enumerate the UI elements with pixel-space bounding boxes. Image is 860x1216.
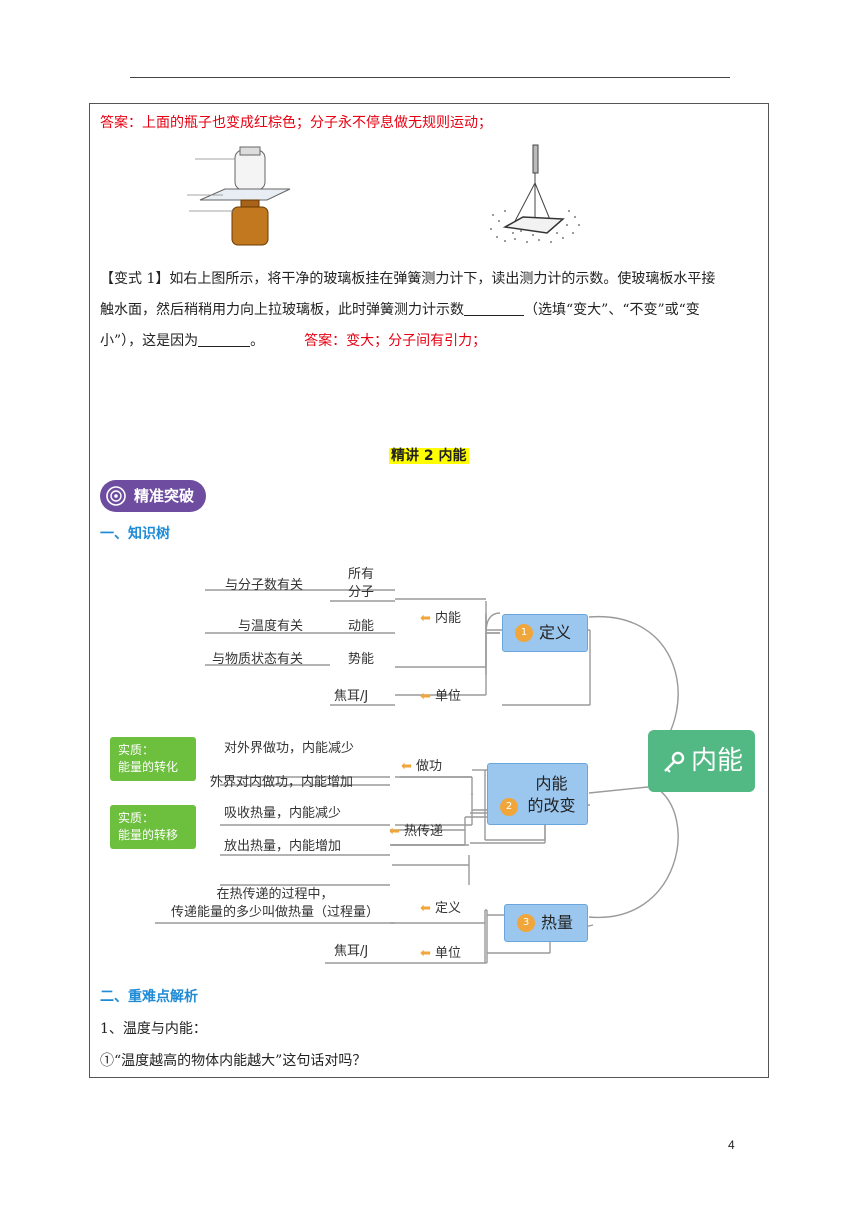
blank-2[interactable] (198, 330, 251, 347)
label-molecule-count: 与分子数有关 (225, 578, 304, 593)
num-badge-2: 2 (500, 798, 518, 816)
spring-scale-illustration (490, 144, 580, 243)
label-danwei-1: ⬅ 单位 (420, 689, 462, 704)
page-number: 4 (728, 1138, 735, 1152)
variant-line-2a: 触水面，然后稍稍用力向上拉玻璃板，此时弹簧测力计示数 (100, 302, 464, 318)
precision-badge: 精准突破 (100, 480, 206, 512)
item-temperature-energy: 1、温度与内能： (100, 1021, 207, 1037)
label-kinetic: 动能 (348, 619, 375, 634)
answer-1: 答案：上面的瓶子也变成红棕色；分子永不停息做无规则运动； (100, 115, 492, 131)
root-node[interactable]: 内能 (648, 730, 755, 792)
blank-1[interactable] (464, 299, 524, 316)
label-neineng: ⬅ 内能 (420, 611, 462, 626)
variant-tag: 【变式 1】 (100, 271, 170, 287)
label-potential: 势能 (348, 652, 375, 667)
variant-line-3a: 小”），这是因为 (100, 333, 199, 349)
label-state: 与物质状态有关 (212, 652, 304, 667)
branch-change[interactable]: 2 内能 的改变 (487, 763, 588, 825)
label-work: ⬅ 做功 (401, 759, 443, 774)
header-rule (130, 77, 730, 78)
note-transform[interactable]: 实质：能量的转化 (110, 737, 196, 781)
arrow-left-icon: ⬅ (420, 689, 431, 704)
arrow-left-icon: ⬅ (420, 901, 431, 916)
label-heat-transfer: ⬅ 热传递 (389, 824, 444, 839)
label-work-in: 外界对内做功，内能增加 (210, 775, 354, 790)
variant-answer: 答案：变大；分子间有引力； (304, 333, 487, 349)
note-transfer[interactable]: 实质：能量的转移 (110, 805, 196, 849)
label-temperature: 与温度有关 (238, 619, 304, 634)
label-work-out: 对外界做功，内能减少 (224, 741, 355, 756)
label-unit-joule-1: 焦耳/J (334, 689, 369, 704)
heading-knowledge-tree: 一、知识树 (100, 526, 170, 542)
content-frame (89, 103, 769, 1078)
label-unit-joule-3: 焦耳/J (334, 944, 369, 959)
variant-line-1: 如右上图所示，将干净的玻璃板挂在弹簧测力计下，读出测力计的示数。使玻璃板水平接 (169, 271, 716, 287)
variant-line-2b: （选填“变大”、“不变”或“变 (524, 302, 700, 318)
arrow-left-icon: ⬅ (389, 824, 400, 839)
heading-key-points: 二、重难点解析 (100, 989, 198, 1005)
label-heat-definition: ⬅ 定义 (420, 901, 462, 916)
section-title: 精讲 2 内能 (389, 448, 469, 464)
item-question-1: ①“温度越高的物体内能越大”这句话对吗？ (100, 1053, 367, 1069)
arrow-left-icon: ⬅ (420, 946, 431, 961)
branch-definition[interactable]: 1 定义 (502, 614, 588, 652)
variant-1-paragraph: 【变式 1】如右上图所示，将干净的玻璃板挂在弹簧测力计下，读出测力计的示数。使玻… (100, 264, 762, 357)
label-absorb-heat: 吸收热量，内能减少 (224, 806, 342, 821)
key-icon (664, 751, 685, 773)
target-icon (106, 486, 126, 506)
variant-line-3b: 。 (250, 333, 265, 349)
label-release-heat: 放出热量，内能增加 (224, 839, 342, 854)
bottles-illustration (187, 146, 291, 246)
branch-heat[interactable]: 3 热量 (504, 904, 588, 942)
num-badge-3: 3 (517, 914, 535, 932)
label-danwei-3: ⬅ 单位 (420, 946, 462, 961)
arrow-left-icon: ⬅ (401, 759, 412, 774)
label-all-molecules: 所有分子 (348, 567, 375, 600)
label-heat-def-text: 在热传递的过程中，传递能量的多少叫做热量（过程量） (170, 887, 379, 920)
num-badge-1: 1 (515, 624, 533, 642)
arrow-left-icon: ⬅ (420, 611, 431, 626)
